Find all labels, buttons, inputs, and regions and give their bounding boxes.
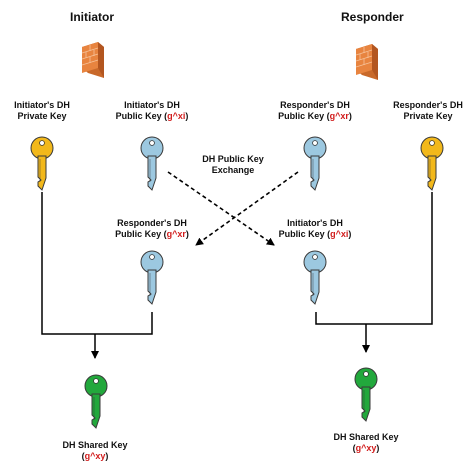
initiator-combine-lines — [41, 192, 153, 359]
responder-combine-lines — [315, 192, 433, 353]
initiator-private-key-icon — [30, 136, 54, 191]
initiator-received-key-label: Responder's DH Public Key (g^xr) — [115, 218, 189, 239]
initiator-shared-key-label: DH Shared Key (g^xy) — [62, 440, 128, 461]
responder-private-key-label: Responder's DH Private Key — [393, 100, 463, 121]
responder-received-key-icon — [303, 250, 327, 305]
responder-firewall-icon — [355, 44, 378, 80]
responder-shared-key-label: DH Shared Key (g^xy) — [333, 432, 399, 453]
responder-shared-key-icon — [354, 367, 378, 422]
exchange-label: DH Public Key Exchange — [202, 154, 264, 175]
initiator-private-key-label: Initiator's DH Private Key — [14, 100, 70, 121]
initiator-firewall-icon — [81, 42, 104, 78]
responder-public-key-label: Responder's DH Public Key (g^xr) — [278, 100, 352, 121]
exchange-arrows — [167, 171, 299, 246]
responder-private-key-icon — [420, 136, 444, 191]
initiator-shared-key-icon — [84, 374, 108, 429]
responder-title: Responder — [341, 10, 404, 24]
responder-public-key-icon — [303, 136, 327, 191]
initiator-title: Initiator — [70, 10, 114, 24]
initiator-public-key-label: Initiator's DH Public Key (g^xi) — [115, 100, 189, 121]
initiator-received-key-icon — [140, 250, 164, 305]
initiator-public-key-icon — [140, 136, 164, 191]
responder-received-key-label: Initiator's DH Public Key (g^xi) — [278, 218, 352, 239]
